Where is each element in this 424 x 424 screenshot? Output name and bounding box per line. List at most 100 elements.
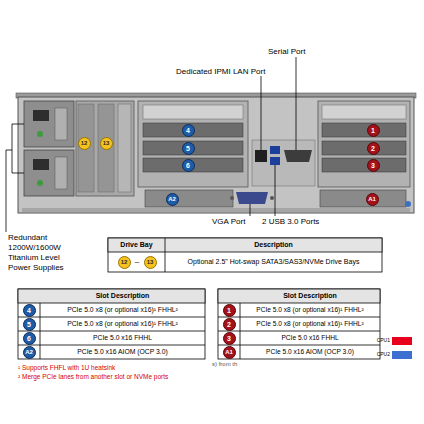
pcie-card	[143, 141, 243, 155]
text-label: –	[131, 257, 143, 266]
psu-handle	[55, 157, 67, 189]
pcie-card	[322, 158, 406, 172]
callout-text: 4	[27, 307, 31, 314]
text-label: PCIe 5.0 x16 FHHL	[240, 334, 380, 342]
blank-panel	[118, 104, 131, 192]
text-label: PCIe 5.0 x8 (or optional x16)¹ FHHL²	[240, 306, 380, 314]
leader-line	[296, 57, 297, 150]
callout-text: 13	[147, 259, 154, 265]
callout-text: 12	[121, 259, 128, 265]
power-inlet	[33, 110, 49, 121]
callout-number: 13	[144, 256, 157, 269]
callout-text: 6	[186, 162, 190, 169]
callout-number: 12	[78, 137, 91, 150]
table-rule	[18, 303, 205, 359]
callout-number: 1	[223, 304, 236, 317]
serial-port	[284, 150, 312, 162]
slot-table	[18, 289, 205, 359]
rear-panel	[18, 97, 414, 213]
psu-handle	[55, 108, 67, 140]
callout-number: A1	[223, 346, 236, 359]
callout-number: 2	[367, 142, 380, 155]
text-label: Slot Description	[240, 292, 380, 300]
callout-text: A1	[225, 349, 233, 355]
text-label: VGA Port	[212, 217, 257, 226]
callout-number: 5	[182, 142, 195, 155]
text-label: Dedicated IPMI LAN Port	[176, 67, 296, 76]
psu	[24, 101, 74, 147]
text-label: s) from th	[212, 361, 262, 368]
callout-number: 6	[182, 159, 195, 172]
drive-tray	[78, 104, 94, 192]
psu	[24, 150, 74, 196]
callout-text: 5	[27, 321, 31, 328]
callout-text: 2	[371, 145, 375, 152]
callout-number: 5	[23, 318, 36, 331]
callout-number: 2	[223, 318, 236, 331]
power-inlet	[33, 159, 49, 170]
legend-swatch	[392, 351, 412, 359]
text-label: Serial Port	[268, 47, 338, 56]
legend-swatch	[392, 337, 412, 345]
text-label: ¹ Supports FHFL with 1U heatsink	[18, 364, 218, 371]
lan-port	[255, 150, 267, 162]
callout-text: 5	[186, 145, 190, 152]
callout-text: A2	[25, 349, 33, 355]
left-riser	[138, 101, 248, 207]
table-header	[218, 289, 380, 303]
callout-number: 3	[223, 332, 236, 345]
callout-text: 13	[103, 140, 110, 146]
leader-line	[275, 165, 276, 216]
screw	[270, 196, 274, 200]
ocp-bay	[145, 190, 233, 207]
power-supplies	[24, 101, 74, 196]
text-label: Slot Description	[40, 292, 205, 300]
text-label: Optional 2.5" Hot-swap SATA3/SAS3/NVMe D…	[165, 258, 382, 266]
text-label: PCIe 5.0 x16 AIOM (OCP 3.0)	[40, 348, 205, 356]
riser-cage	[318, 101, 410, 187]
table-header	[18, 289, 205, 303]
slot-cover	[322, 105, 406, 119]
pcie-card	[143, 123, 243, 137]
text-label: ² Merge PCIe lanes from another slot or …	[18, 373, 268, 380]
text-label: 2 USB 3.0 Ports	[262, 217, 342, 226]
callout-text: 3	[371, 162, 375, 169]
table-header	[108, 238, 382, 252]
callout-number: A1	[366, 193, 379, 206]
text-label: Description	[165, 241, 382, 249]
pcie-card	[322, 123, 406, 137]
callout-text: 3	[227, 335, 231, 342]
callout-text: 1	[227, 307, 231, 314]
text-label: Drive Bay	[108, 241, 165, 249]
ocp-bay	[320, 190, 406, 207]
pcie-card	[322, 141, 406, 155]
text-label: PCIe 5.0 x16 AIOM (OCP 3.0)	[240, 348, 380, 356]
bottom-rail	[22, 208, 410, 212]
callout-number: 4	[182, 124, 195, 137]
screw	[230, 196, 234, 200]
psu-led	[37, 180, 43, 186]
legend-text: CPU1	[370, 338, 390, 344]
leader-lines	[6, 57, 296, 232]
callout-text: 12	[81, 140, 88, 146]
vga-port	[236, 192, 268, 204]
io-ports	[230, 140, 315, 204]
callout-number: 1	[367, 124, 380, 137]
tables	[18, 238, 382, 359]
table-rule	[218, 303, 380, 359]
slot-cover	[143, 105, 243, 119]
callout-number: 6	[23, 332, 36, 345]
callout-number: 4	[23, 304, 36, 317]
callout-text: 2	[227, 321, 231, 328]
callout-text: A2	[168, 196, 176, 202]
text-label: Redundant 1200W/1600W Titanium Level Pow…	[8, 233, 80, 273]
pcie-card	[143, 158, 243, 172]
callout-number: 13	[100, 137, 113, 150]
psu-led	[37, 131, 43, 137]
drive-cage	[76, 101, 134, 196]
io-block	[252, 140, 315, 186]
psu-bracket	[6, 124, 24, 232]
leader-line	[250, 204, 251, 216]
